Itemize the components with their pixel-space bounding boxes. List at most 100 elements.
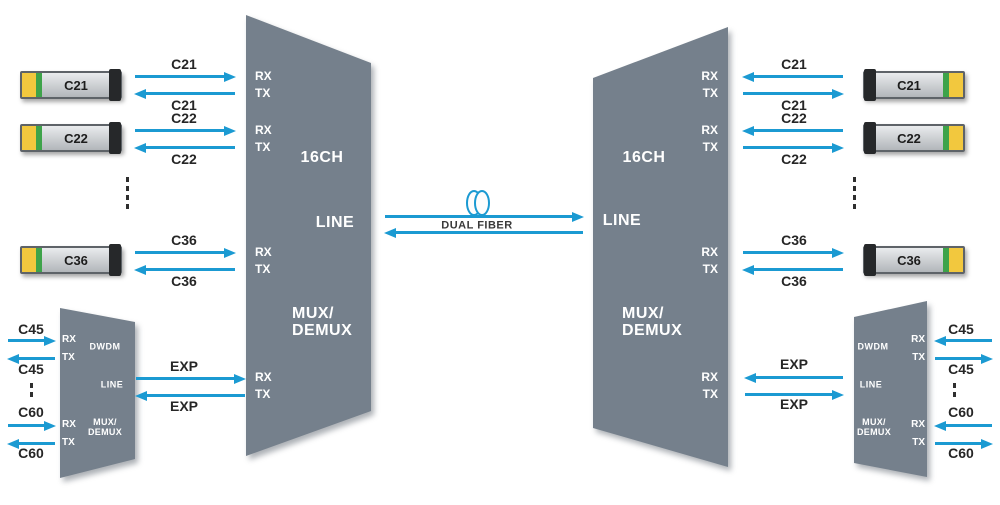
- transceiver-module-c36-left: C36: [20, 244, 122, 276]
- left-tx-to-exp-arrow: [135, 390, 245, 401]
- right-port1-rx-label: RX: [701, 69, 718, 83]
- left-tx-to-c36-arrow: [134, 264, 235, 275]
- arrow-label-c45: C45: [948, 361, 974, 377]
- right-dwdm-ellipsis: [953, 383, 956, 397]
- dual-fiber-arrow-east: [385, 211, 584, 222]
- right-tx-to-c21-arrow: [743, 88, 844, 99]
- arrow-label-c36: C36: [781, 273, 807, 289]
- left-c45-out-arrow: [7, 353, 55, 364]
- module-green-band: [36, 73, 42, 97]
- module-label: C22: [64, 130, 88, 146]
- right-exp-rx-label: RX: [701, 370, 718, 384]
- transceiver-module-c22-left: C22: [20, 122, 122, 154]
- module-green-band: [943, 248, 949, 272]
- right-port3-tx-label: TX: [702, 262, 718, 276]
- module-green-band: [36, 126, 42, 150]
- module-yellow-band: [949, 248, 963, 272]
- left-dwdm-line-label: LINE: [100, 379, 124, 390]
- arrow-label-c36: C36: [781, 232, 807, 248]
- left-port1-rx-label: RX: [255, 69, 272, 83]
- demux-line: DEMUX: [292, 322, 353, 339]
- arrow-label-c22: C22: [171, 151, 197, 167]
- right-port3-rx-label: RX: [701, 245, 718, 259]
- arrow-label-c45: C45: [948, 321, 974, 337]
- arrow-label-c22: C22: [171, 110, 197, 126]
- right-c22-to-rx-arrow: [742, 125, 843, 136]
- left-port3-rx-label: RX: [255, 245, 272, 259]
- right-dwdm-line-label: LINE: [859, 379, 883, 390]
- transceiver-module-c21-left: C21: [20, 69, 122, 101]
- arrow-label-c60: C60: [948, 404, 974, 420]
- module-connector-cap: [109, 69, 121, 101]
- module-connector-cap: [864, 122, 876, 154]
- right-exp-tx-label: TX: [702, 387, 718, 401]
- right-dwdm-title: DWDM: [857, 341, 889, 352]
- arrow-label-c45: C45: [18, 321, 44, 337]
- dual-fiber-label: DUAL FIBER: [441, 219, 513, 232]
- module-green-band: [943, 126, 949, 150]
- right-16ch-label: 16CH: [622, 149, 666, 166]
- left-port3-tx-label: TX: [255, 262, 271, 276]
- left-exp-to-rx-arrow: [136, 373, 246, 384]
- right-c36-to-tx-arrow: [742, 264, 843, 275]
- left-dwdm-tx2-label: TX: [62, 437, 75, 448]
- right-exp-to-rx-arrow: [744, 372, 843, 383]
- arrow-label-c60: C60: [18, 445, 44, 461]
- left-c22-to-rx-arrow: [135, 125, 236, 136]
- arrow-label-c22: C22: [781, 151, 807, 167]
- left-tx-to-c21-arrow: [134, 88, 235, 99]
- right-tx-to-c22-arrow: [743, 142, 844, 153]
- arrow-label-c21: C21: [781, 97, 807, 113]
- left-channels-ellipsis: [126, 177, 129, 210]
- right-c45-in-arrow: [934, 335, 992, 346]
- right-tx-to-exp-arrow: [745, 389, 844, 400]
- arrow-label-c36: C36: [171, 232, 197, 248]
- right-port2-tx-label: TX: [702, 140, 718, 154]
- module-label: C36: [64, 252, 88, 268]
- module-connector-cap: [864, 244, 876, 276]
- right-c21-to-rx-arrow: [742, 71, 843, 82]
- left-dwdm-rx2-label: RX: [62, 419, 76, 430]
- arrow-label-exp: EXP: [779, 356, 809, 372]
- arrow-label-c60: C60: [948, 445, 974, 461]
- right-dwdm-tx2-label: TX: [912, 437, 925, 448]
- mux-line: MUX/: [862, 417, 886, 427]
- arrow-label-c22: C22: [781, 110, 807, 126]
- right-16ch-mux-trapezoid: [593, 27, 728, 467]
- arrow-label-exp: EXP: [779, 396, 809, 412]
- module-yellow-band: [949, 126, 963, 150]
- left-dwdm-title: DWDM: [89, 341, 121, 352]
- right-mux-demux-label: MUX/ DEMUX: [622, 305, 682, 339]
- arrow-label-c21: C21: [171, 56, 197, 72]
- left-tx-to-c22-arrow: [134, 142, 235, 153]
- left-16ch-label: 16CH: [300, 149, 344, 166]
- left-dwdm-mux-demux-label: MUX/ DEMUX: [88, 417, 122, 437]
- demux-line: DEMUX: [622, 322, 683, 339]
- arrow-label-exp: EXP: [169, 398, 199, 414]
- right-port1-tx-label: TX: [702, 86, 718, 100]
- module-label: C22: [897, 130, 921, 146]
- left-line-label: LINE: [315, 214, 355, 231]
- left-port2-tx-label: TX: [255, 140, 271, 154]
- demux-line: DEMUX: [856, 427, 892, 437]
- transceiver-module-c22-right: C22: [863, 122, 965, 154]
- right-dwdm-trapezoid: [854, 301, 927, 477]
- module-label: C21: [897, 77, 921, 93]
- left-port2-rx-label: RX: [255, 123, 272, 137]
- left-port1-tx-label: TX: [255, 86, 271, 100]
- right-c60-out-arrow: [935, 438, 993, 449]
- module-label: C36: [897, 252, 921, 268]
- left-exp-rx-label: RX: [255, 370, 272, 384]
- arrow-label-c45: C45: [18, 361, 44, 377]
- module-connector-cap: [109, 244, 121, 276]
- left-mux-demux-label: MUX/ DEMUX: [292, 305, 352, 339]
- module-green-band: [943, 73, 949, 97]
- arrow-label-c36: C36: [171, 273, 197, 289]
- transceiver-module-c36-right: C36: [863, 244, 965, 276]
- left-dwdm-tx1-label: TX: [62, 352, 75, 363]
- module-connector-cap: [864, 69, 876, 101]
- left-c45-in-arrow: [8, 335, 56, 346]
- right-c60-in-arrow: [934, 420, 992, 431]
